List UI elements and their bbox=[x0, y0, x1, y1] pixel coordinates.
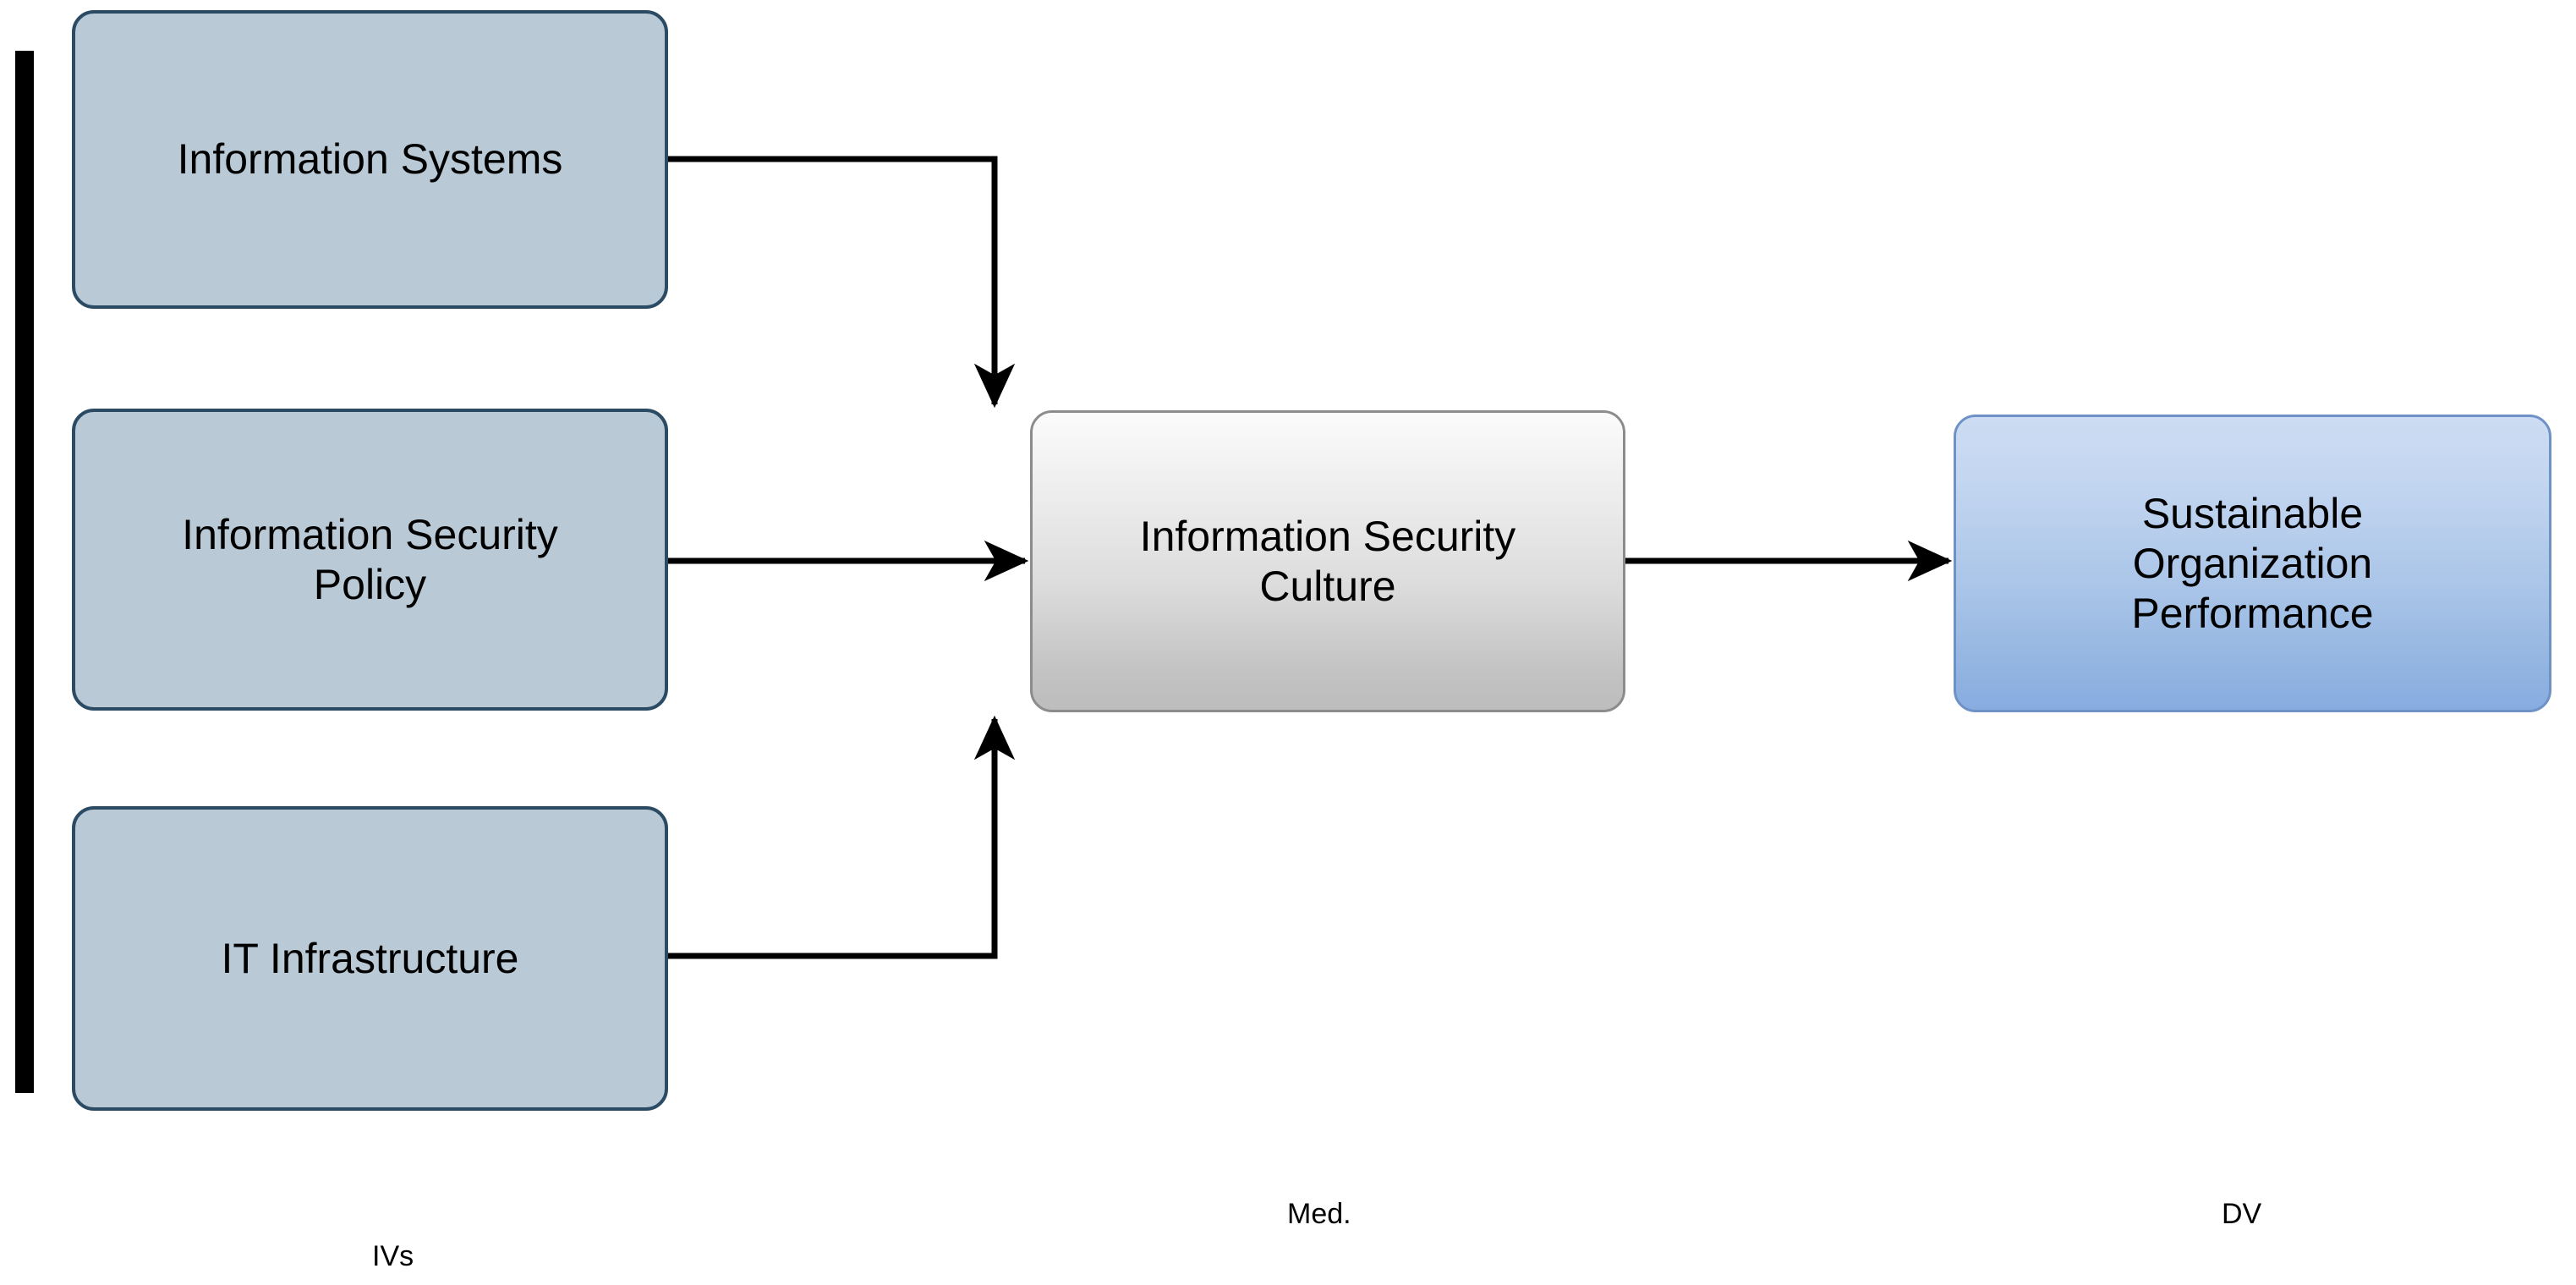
node-sustainable-organization-performance[interactable]: Sustainable Organization Performance bbox=[1954, 415, 2551, 712]
node-information-systems[interactable]: Information Systems bbox=[72, 10, 668, 309]
node-information-systems-label: Information Systems bbox=[177, 135, 563, 183]
caption-dependent-variable: DV bbox=[2222, 1198, 2262, 1230]
caption-independent-variables: IVs bbox=[372, 1240, 414, 1272]
node-information-security-policy-label: Information Security Policy bbox=[182, 510, 558, 608]
independent-variables-group-bar bbox=[15, 51, 34, 1093]
node-information-security-policy[interactable]: Information Security Policy bbox=[72, 409, 668, 711]
node-information-security-culture[interactable]: Information Security Culture bbox=[1030, 410, 1625, 712]
node-information-security-culture-label: Information Security Culture bbox=[1139, 512, 1516, 610]
edge-information-systems-to-culture bbox=[668, 156, 1016, 409]
node-it-infrastructure-label: IT Infrastructure bbox=[221, 934, 519, 982]
node-sustainable-organization-performance-label: Sustainable Organization Performance bbox=[2131, 489, 2374, 637]
edge-it-infrastructure-to-culture bbox=[668, 715, 1016, 959]
node-it-infrastructure[interactable]: IT Infrastructure bbox=[72, 806, 668, 1111]
caption-mediator: Med. bbox=[1287, 1198, 1351, 1230]
